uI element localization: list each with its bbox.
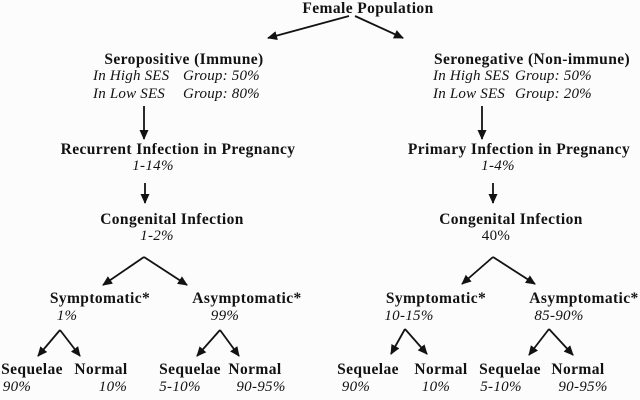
- arrow-line: [528, 328, 550, 356]
- arrow-line: [37, 329, 61, 357]
- node-left-asymp-sequelae-rate: 5-10%: [159, 379, 201, 395]
- ses-row: In High SES Group: 50%: [93, 68, 260, 86]
- node-symptomatic-right-rate: 10-15%: [384, 308, 434, 324]
- node-congenital-left-rate: 1-2%: [140, 228, 174, 244]
- seronegative-ses-table: In High SES Group: 50% In Low SES Group:…: [433, 68, 592, 103]
- node-congenital-left-heading: Congenital Infection: [100, 211, 244, 228]
- node-left-asymp-normal-rate: 90-95%: [236, 379, 286, 395]
- ses-label: In High SES: [433, 68, 510, 84]
- ses-label: In Low SES: [433, 85, 506, 102]
- arrow-line: [102, 256, 145, 286]
- node-left-symp-sequelae-rate: 90%: [2, 379, 32, 395]
- arrow-line: [461, 256, 494, 285]
- ses-row: In High SES Group: 50%: [433, 68, 592, 86]
- seropositive-ses-table: In High SES Group: 50% In Low SES Group:…: [93, 68, 260, 103]
- node-recurrent-infection-rate: 1-14%: [132, 158, 174, 174]
- node-symptomatic-right-heading: Symptomatic*: [385, 290, 487, 307]
- arrow-line: [404, 328, 428, 355]
- ses-row: In Low SES Group: 80%: [93, 86, 260, 104]
- node-asymptomatic-left-heading: Asymptomatic*: [192, 290, 302, 307]
- arrow-line: [143, 256, 188, 286]
- ses-row: In Low SES Group: 20%: [433, 86, 592, 104]
- node-left-asymp-normal-heading: Normal: [228, 361, 282, 378]
- node-asymptomatic-right-rate: 85-90%: [534, 308, 584, 324]
- node-left-symp-sequelae-heading: Sequelae: [1, 361, 63, 378]
- arrow-line: [267, 15, 350, 40]
- node-seropositive-heading: Seropositive (Immune): [104, 51, 264, 68]
- ses-value: Group: 20%: [515, 85, 592, 102]
- node-right-symp-normal-rate: 10%: [421, 379, 451, 395]
- node-right-asymp-sequelae-heading: Sequelae: [479, 361, 541, 378]
- node-right-asymp-normal-rate: 90-95%: [558, 379, 608, 395]
- node-right-asymp-normal-heading: Normal: [551, 361, 605, 378]
- node-right-asymp-sequelae-rate: 5-10%: [480, 379, 522, 395]
- node-primary-infection-heading: Primary Infection in Pregnancy: [407, 141, 631, 158]
- node-symptomatic-left-heading: Symptomatic*: [49, 290, 151, 307]
- ses-label: In High SES: [93, 68, 170, 84]
- node-left-symp-normal-rate: 10%: [98, 379, 128, 395]
- ses-value: Group: 50%: [515, 68, 592, 84]
- ses-value: Group: 50%: [183, 68, 260, 84]
- arrow-line: [219, 329, 240, 357]
- node-recurrent-infection-heading: Recurrent Infection in Pregnancy: [60, 141, 296, 158]
- node-primary-infection-rate: 1-4%: [481, 158, 515, 174]
- node-seronegative-heading: Seronegative (Non-immune): [433, 51, 631, 68]
- node-symptomatic-left-rate: 1%: [56, 308, 78, 324]
- node-asymptomatic-right-heading: Asymptomatic*: [529, 290, 639, 307]
- node-right-symp-normal-heading: Normal: [414, 361, 468, 378]
- ses-value: Group: 80%: [183, 85, 260, 102]
- node-female-population: Female Population: [302, 0, 434, 17]
- arrow-line: [196, 329, 221, 357]
- node-congenital-right-rate: 40%: [481, 228, 511, 244]
- node-congenital-right-heading: Congenital Infection: [439, 211, 583, 228]
- node-left-asymp-sequelae-heading: Sequelae: [159, 361, 221, 378]
- node-asymptomatic-left-rate: 99%: [210, 308, 240, 324]
- arrow-line: [390, 328, 406, 355]
- node-right-symp-sequelae-heading: Sequelae: [337, 361, 399, 378]
- ses-label: In Low SES: [93, 85, 166, 102]
- arrow-line: [548, 328, 574, 356]
- arrow-line: [354, 15, 404, 39]
- arrow-line: [492, 256, 536, 285]
- arrow-line: [59, 329, 81, 357]
- node-left-symp-normal-heading: Normal: [74, 361, 128, 378]
- node-right-symp-sequelae-rate: 90%: [341, 379, 371, 395]
